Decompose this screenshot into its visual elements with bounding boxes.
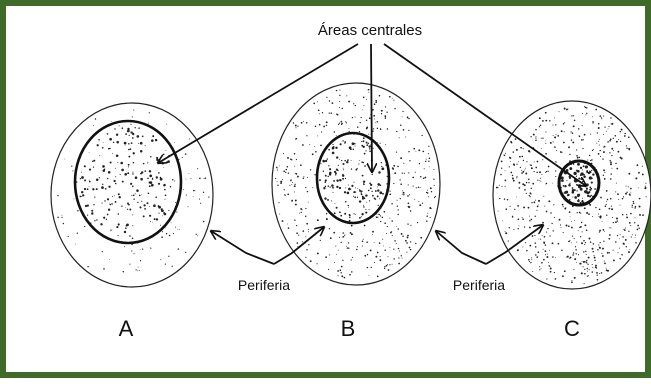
label-periphery-2: Periferia — [453, 277, 505, 293]
arrow-to-b-central — [371, 44, 372, 172]
cell-b-outer — [272, 83, 440, 285]
figure-letter-c: C — [564, 316, 580, 341]
figure-letter-a: A — [119, 316, 134, 341]
label-periphery-1: Periferia — [238, 277, 290, 293]
arrow-periphery-2-left — [436, 231, 486, 264]
diagram-canvas: Áreas centrales Periferia Periferia A B … — [6, 6, 651, 384]
label-central-areas: Áreas centrales — [318, 22, 422, 39]
cell-c-outer — [493, 101, 651, 289]
arrow-periphery-1-left — [211, 231, 274, 264]
figure-letter-b: B — [341, 316, 356, 341]
